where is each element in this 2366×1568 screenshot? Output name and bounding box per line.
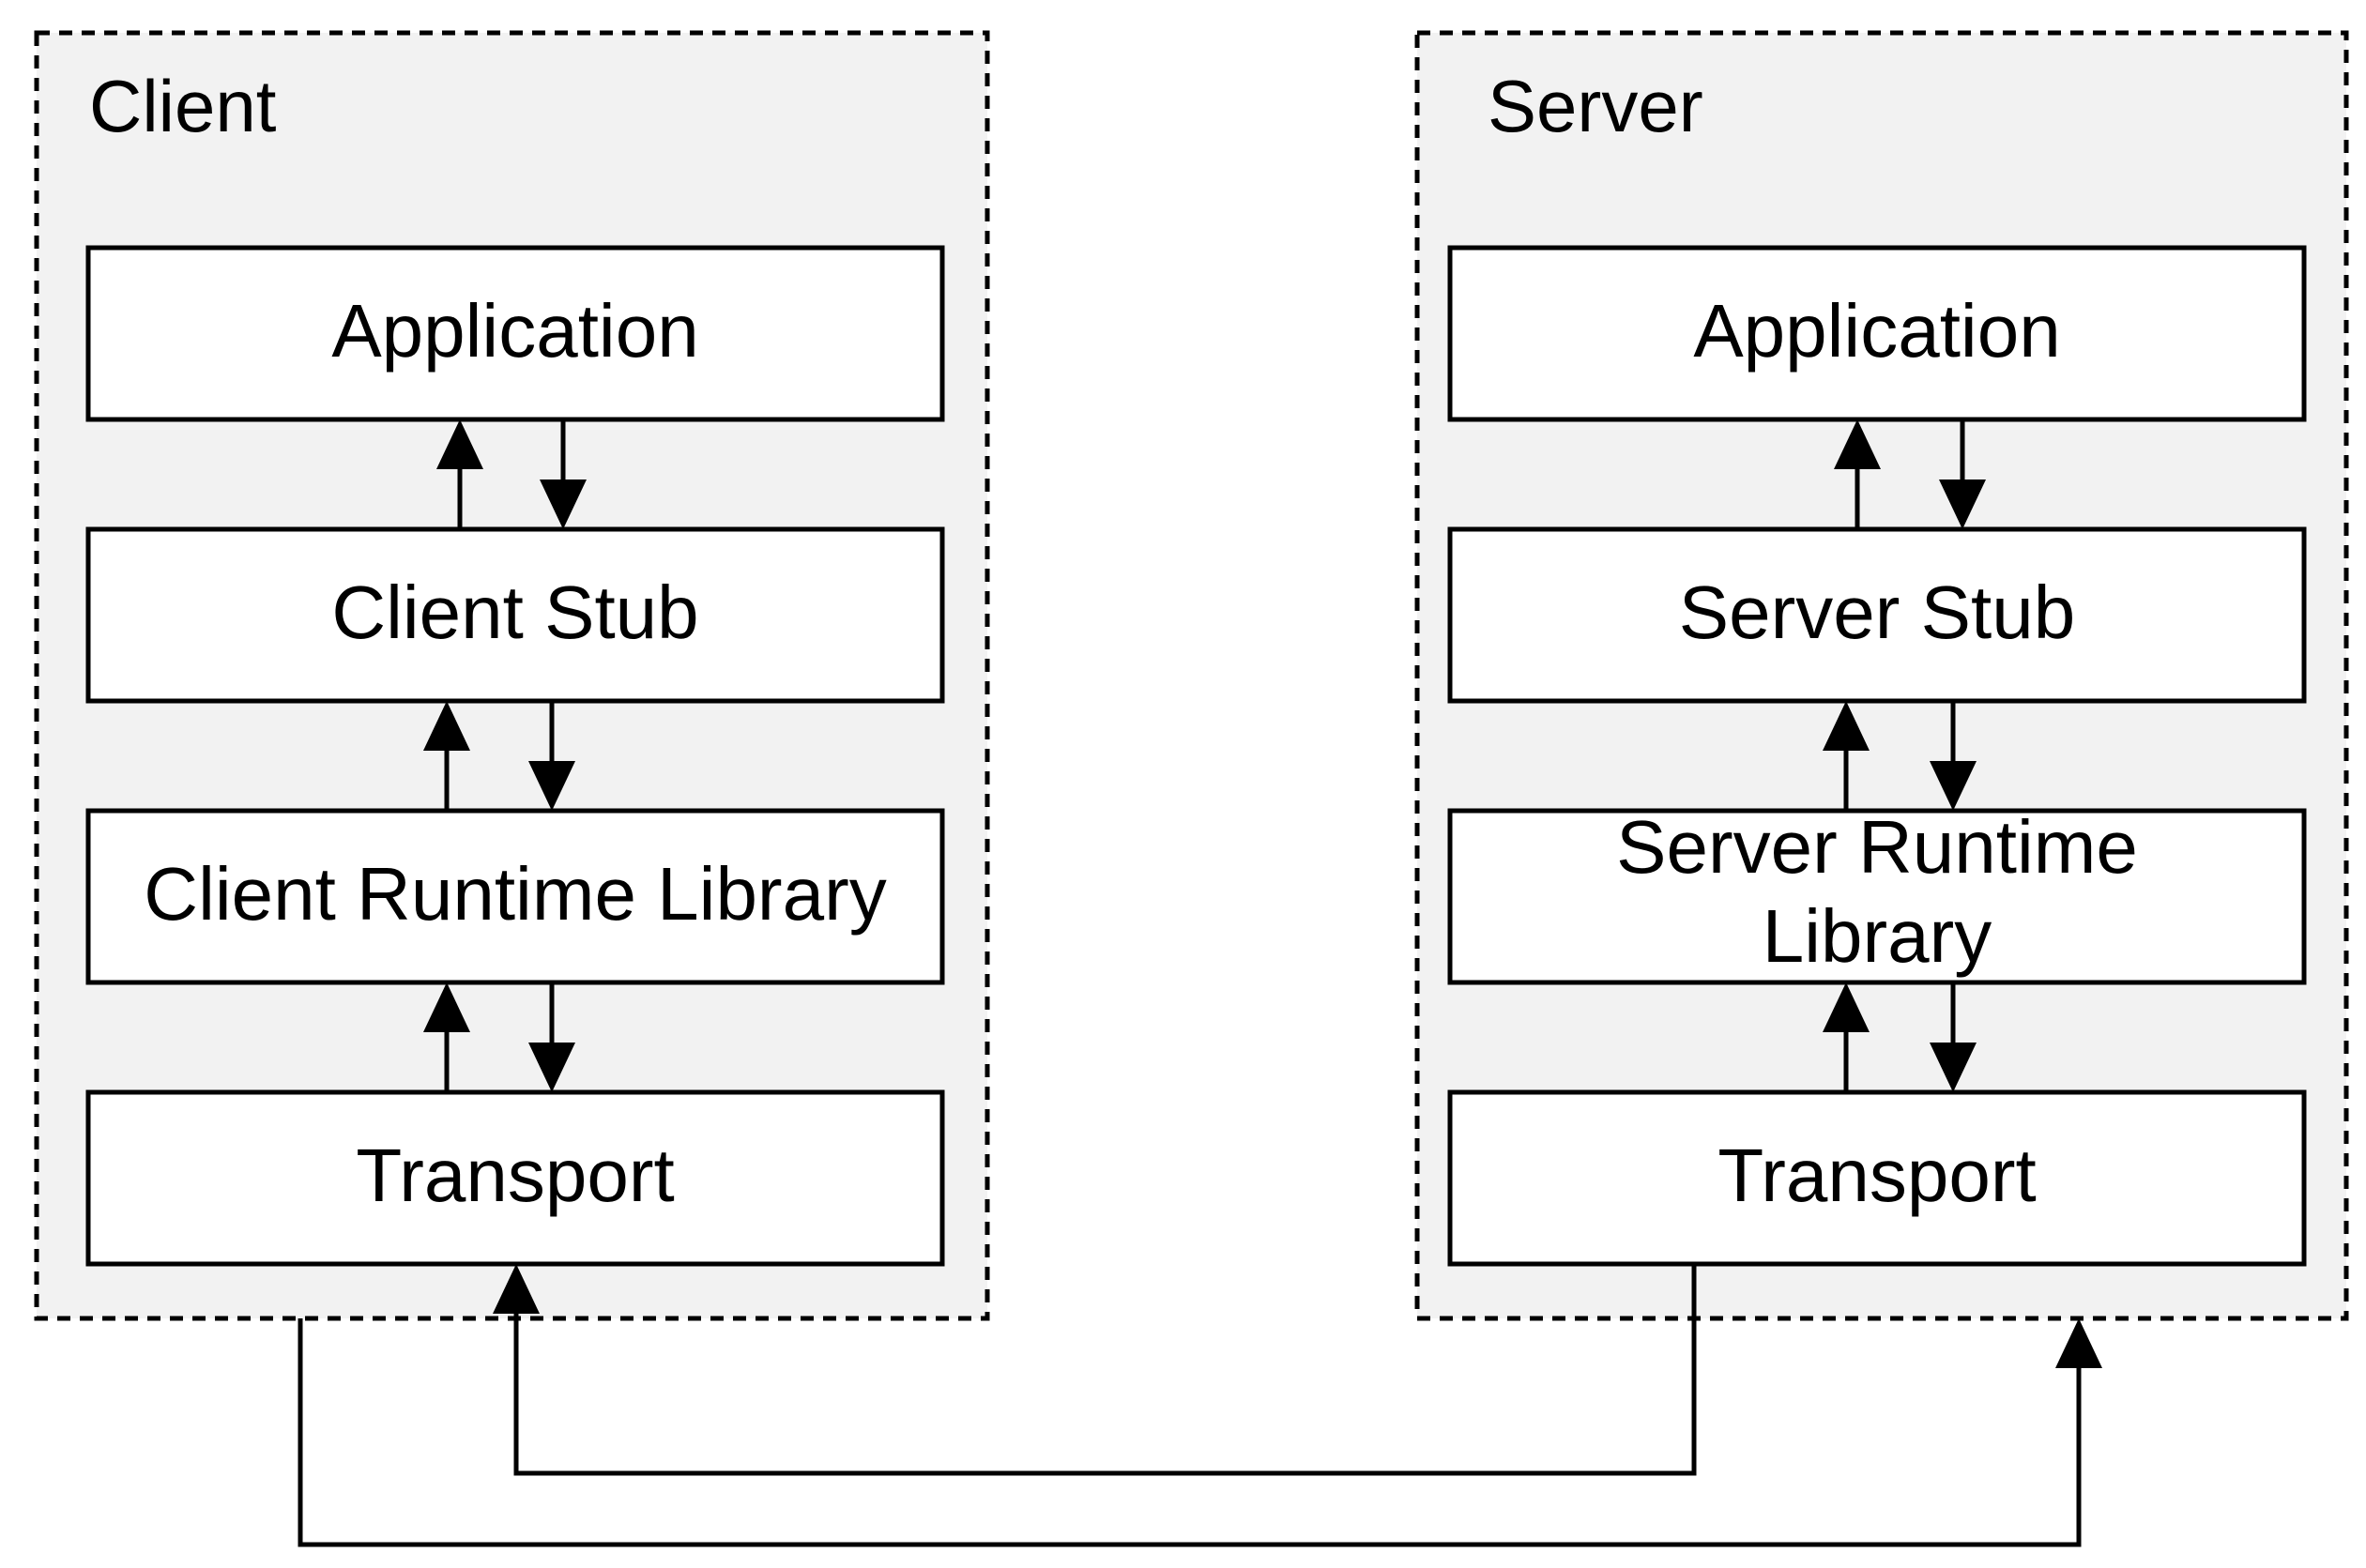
- server-runtime-library-label-line1: Server Runtime: [1616, 805, 2138, 889]
- server-arrows: [1823, 419, 1986, 1092]
- arrow-down-icon: [1930, 761, 1977, 811]
- server-stub-label: Server Stub: [1679, 571, 2075, 654]
- arrow-down-icon: [528, 1043, 575, 1092]
- server-runtime-library-box: [1447, 808, 2307, 985]
- arrow-up-icon: [423, 701, 470, 751]
- client-region: Client Application Client Stub Client Ru…: [34, 30, 990, 1321]
- client-application-label: Application: [331, 289, 698, 373]
- client-transport-box: [85, 1089, 945, 1267]
- server-transport-box: [1447, 1089, 2307, 1267]
- arrow-up-icon: [423, 982, 470, 1032]
- server-application-label: Application: [1693, 289, 2060, 373]
- server-runtime-library-label-line2: Library: [1763, 894, 1992, 978]
- server-stub-box: [1447, 526, 2307, 704]
- arrow-up-icon: [1823, 982, 1870, 1032]
- arrow-up-icon: [2055, 1318, 2102, 1368]
- network-connections: [298, 1264, 2102, 1547]
- arrow-up-icon: [1834, 419, 1881, 469]
- arrow-down-icon: [1939, 480, 1986, 529]
- server-transport-label: Transport: [1717, 1134, 2036, 1217]
- arrow-down-icon: [540, 480, 587, 529]
- server-application-box: [1447, 245, 2307, 422]
- client-title: Client: [89, 65, 277, 147]
- arrow-up-icon: [1823, 701, 1870, 751]
- client-transport-label: Transport: [356, 1134, 674, 1217]
- server-to-client-connector: [513, 1264, 1697, 1476]
- arrow-down-icon: [528, 761, 575, 811]
- client-stub-label: Client Stub: [331, 571, 698, 654]
- client-stub-box: [85, 526, 945, 704]
- client-runtime-library-label: Client Runtime Library: [144, 852, 886, 936]
- client-runtime-library-box: [85, 808, 945, 985]
- arrow-down-icon: [1930, 1043, 1977, 1092]
- server-region: Server Application Server Stub Server Ru…: [1414, 30, 2349, 1321]
- client-to-server-connector: [298, 1318, 2082, 1547]
- client-arrows: [423, 419, 587, 1092]
- arrow-up-icon: [493, 1264, 540, 1314]
- arrow-up-icon: [436, 419, 483, 469]
- client-application-box: [85, 245, 945, 422]
- server-title: Server: [1488, 65, 1703, 147]
